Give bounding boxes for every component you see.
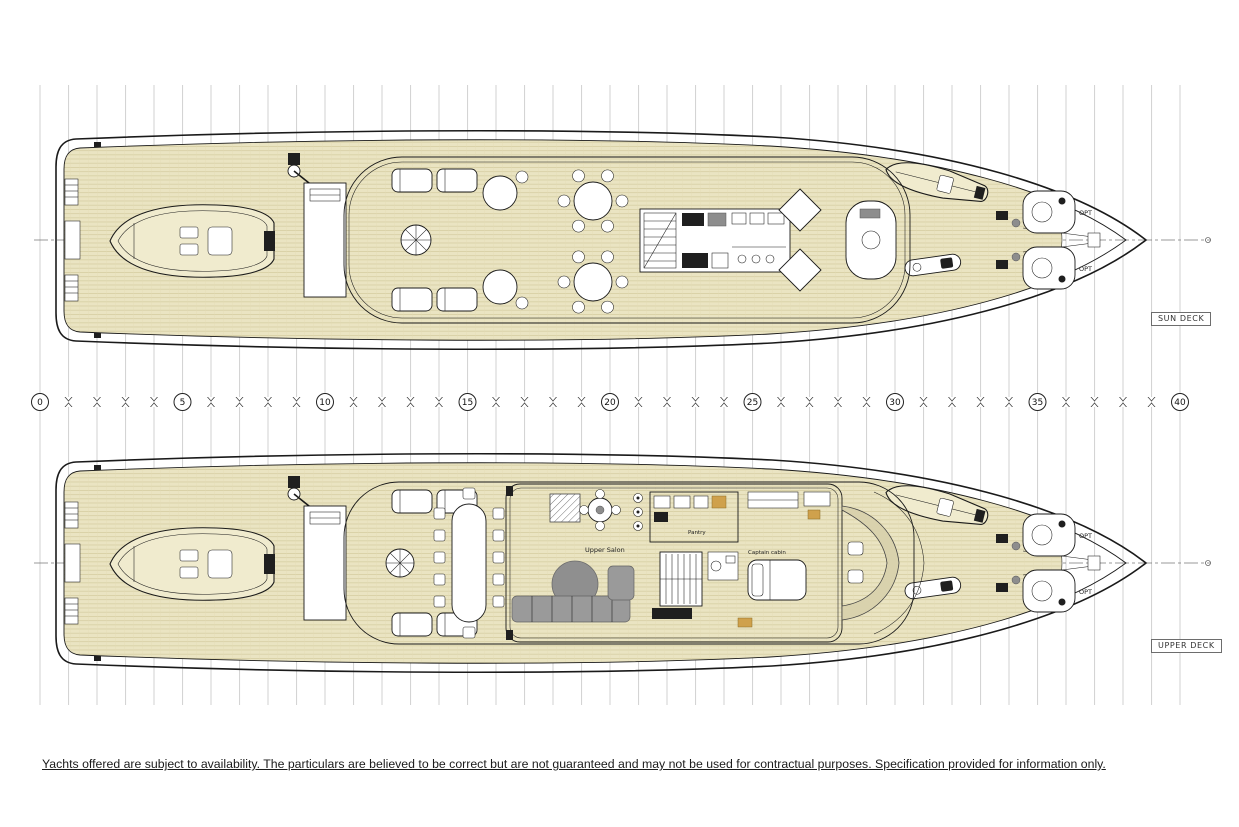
ruler-mark: 10 xyxy=(316,393,334,411)
svg-text:35: 35 xyxy=(1032,398,1043,408)
game-table xyxy=(579,489,621,531)
svg-text:40: 40 xyxy=(1174,398,1186,408)
tv-cabinet xyxy=(652,608,692,619)
helm-chair xyxy=(847,541,864,556)
hatched-cabinet xyxy=(549,493,581,523)
helm-chair xyxy=(847,569,864,584)
day-head xyxy=(707,551,739,581)
wheelhouse xyxy=(841,491,925,635)
upper-deck-tag: UPPER DECK xyxy=(1151,639,1222,653)
svg-text:15: 15 xyxy=(462,398,473,408)
captain-cabin: Captain cabin xyxy=(737,491,831,628)
diamond-sun-pads xyxy=(778,188,822,292)
salon-enclosure xyxy=(505,483,843,643)
desk xyxy=(803,491,831,507)
upper-deck-outline xyxy=(343,481,915,645)
sun-deck-layout xyxy=(343,156,911,324)
alfresco-dining-table xyxy=(433,487,505,639)
svg-text:10: 10 xyxy=(319,398,331,408)
scale-ruler: 0 5 10 15 20 25 30 35 40 xyxy=(31,393,1189,411)
sun-deck-inner-line xyxy=(348,161,906,319)
svg-text:30: 30 xyxy=(889,398,901,408)
salon-furniture: Upper Salon xyxy=(511,489,692,623)
svg-text:25: 25 xyxy=(747,398,758,408)
mast-base xyxy=(845,200,897,280)
salon-label: Upper Salon xyxy=(585,546,625,554)
centerline-end-mark xyxy=(1205,560,1211,566)
dining-table-round xyxy=(557,169,629,233)
dining-table-round xyxy=(557,250,629,314)
upper-deck-layout: Upper Salon Pantry xyxy=(343,481,925,645)
parasol-table xyxy=(400,224,432,256)
sun-loungers xyxy=(391,168,478,312)
ruler-mark: 15 xyxy=(458,393,477,411)
ruler-mark: 20 xyxy=(601,393,619,411)
svg-text:5: 5 xyxy=(180,398,186,408)
ruler-mark: 35 xyxy=(1028,393,1047,411)
svg-text:0: 0 xyxy=(37,398,43,408)
sofa xyxy=(511,565,635,623)
bar-galley-block xyxy=(639,208,791,273)
disclaimer-text: Yachts offered are subject to availabili… xyxy=(42,757,1106,771)
round-sun-pads xyxy=(482,170,529,310)
ruler-mark: 5 xyxy=(173,393,192,411)
pantry-label: Pantry xyxy=(688,530,706,536)
svg-text:20: 20 xyxy=(604,398,616,408)
ruler-mark: 30 xyxy=(886,393,904,411)
pantry-block: Pantry xyxy=(649,491,739,543)
sun-deck-outline xyxy=(343,156,911,324)
bar-stools xyxy=(633,493,643,531)
sun-deck-tag: SUN DECK xyxy=(1151,312,1212,326)
helm-console xyxy=(841,505,900,621)
parasol-table xyxy=(385,548,415,578)
ruler-mark: 25 xyxy=(743,393,762,411)
ruler-mark: 40 xyxy=(1171,393,1189,411)
ruler-mark: 0 xyxy=(31,393,49,411)
grill xyxy=(682,213,704,226)
centerline-end-mark xyxy=(1205,237,1211,243)
windshield xyxy=(873,491,925,635)
captain-cabin-label: Captain cabin xyxy=(748,550,786,556)
stairs xyxy=(659,551,703,607)
